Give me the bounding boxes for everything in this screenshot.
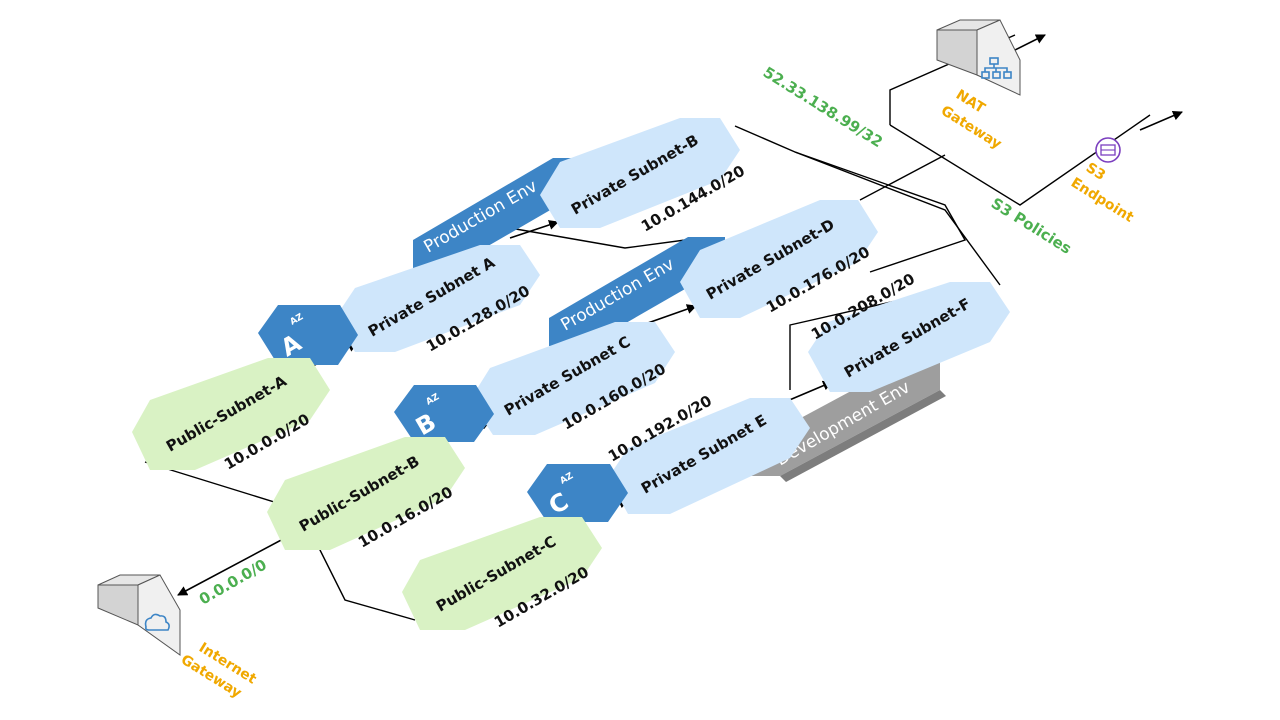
s3-policies-label: S3 Policies (988, 194, 1075, 258)
cloud-icon (144, 613, 170, 631)
s3-out-arrow (1139, 110, 1183, 131)
priv-c-to-priv-d-arrow (644, 304, 697, 325)
private-a-to-b-lower (509, 227, 701, 249)
nat-ip-label: 52.33.138.99/32 (760, 63, 886, 151)
private-subnet-d: Private Subnet-D 10.0.176.0/20 (680, 200, 878, 318)
private-subnet-e: Private Subnet E 10.0.192.0/20 (605, 392, 810, 514)
private-subnet-b: Private Subnet-B 10.0.144.0/20 (540, 118, 748, 235)
route-line-middle (794, 151, 967, 273)
az-badge-a: AZ A (258, 305, 358, 365)
private-subnet-f: Private Subnet-F 10.0.208.0/20 (808, 270, 1010, 392)
private-e-f-link (789, 299, 901, 390)
route-line-outer (734, 125, 1001, 286)
public-subnet-b: Public-Subnet-B 10.0.16.0/20 (267, 437, 465, 551)
internet-gateway-device (97, 574, 181, 656)
public-subnet-c: Public-Subnet-C 10.0.32.0/20 (402, 517, 602, 631)
private-subnet-a: Private Subnet A 10.0.128.0/20 (335, 245, 540, 355)
s3-endpoint-icon (1095, 137, 1121, 163)
route-line-left-loop (144, 461, 416, 621)
nat-gateway-device (936, 19, 1021, 96)
az-badge-c: AZ C (527, 464, 628, 522)
nat-gateway-icon (981, 57, 1012, 79)
internet-route-label: 0.0.0.0/0 (196, 555, 270, 608)
private-d-uplink (859, 154, 946, 201)
connection-lines (144, 34, 1151, 621)
s3-endpoint-label-line2: Endpoint (1068, 175, 1137, 226)
priv-a-to-priv-b-arrow (509, 220, 559, 239)
az-badge-b: AZ B (394, 385, 494, 442)
public-subnet-a: Public-Subnet-A 10.0.0.0/20 (132, 358, 330, 473)
private-subnet-c: Private Subnet C 10.0.160.0/20 (470, 322, 675, 435)
internet-arrow (177, 529, 301, 596)
